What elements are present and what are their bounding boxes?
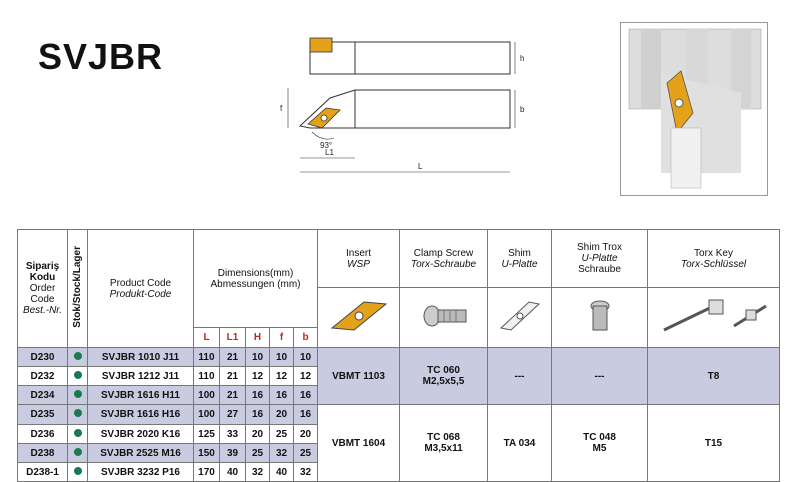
insert-group-2: VBMT 1604 (317, 404, 400, 482)
col-L: L (193, 327, 220, 348)
shim-image-cell (487, 287, 552, 348)
insert-image-cell (317, 287, 400, 348)
dim-h-label: h (520, 54, 524, 63)
insert-icon (330, 301, 387, 331)
col-L1: L1 (219, 327, 246, 348)
stock-dot-icon (73, 409, 82, 417)
col-b: b (293, 327, 318, 348)
stock-dot-icon (73, 370, 82, 379)
stock-dot-icon (73, 428, 82, 437)
header-dimensions: Dimensions(mm) Abmessungen (mm) (193, 229, 318, 328)
torx-group-1: T8 (647, 347, 780, 405)
product-table: Sipariş Kodu Order Code Best.-Nr. Stok/S… (17, 229, 780, 482)
dim-l1-label: L1 (325, 148, 334, 157)
header-order-code: Sipariş Kodu Order Code Best.-Nr. (17, 229, 68, 348)
stock-dot-icon (73, 351, 82, 360)
screw-icon (423, 305, 466, 327)
dim-f-label: f (280, 104, 283, 113)
table-row: D230 SVJBR 1010 J11 110 21 10 10 10 VBMT… (17, 347, 780, 405)
shim-icon (499, 301, 540, 331)
dim-l-label: L (418, 162, 423, 171)
stock-dot-icon (73, 389, 82, 398)
dim-b-label: b (520, 105, 525, 114)
shim-trox-group-1: --- (551, 347, 648, 405)
col-H: H (245, 327, 270, 348)
shim-group-2: TA 034 (487, 404, 552, 482)
header-stock: Stok/Stock/Lager (67, 229, 88, 348)
page-title: SVJBR (38, 36, 164, 77)
clamp-screw-image-cell (399, 287, 488, 348)
torx-key-icon (662, 299, 767, 332)
col-f: f (269, 327, 294, 348)
table-row: D235 SVJBR 1616 H16 100 27 16 20 16 VBMT… (17, 404, 780, 482)
shim-group-1: --- (487, 347, 552, 405)
product-photo (620, 22, 768, 196)
stock-dot-icon (73, 466, 82, 475)
tool-holder-drawing: h f b 93° L1 L (280, 37, 525, 173)
header-product-code: Product Code Produkt-Code (87, 229, 194, 348)
insert-group-1: VBMT 1103 (317, 347, 400, 405)
stock-dot-icon (73, 447, 82, 456)
shim-trox-image-cell (551, 287, 648, 348)
shim-screw-icon (590, 300, 609, 331)
torx-group-2: T15 (647, 404, 780, 482)
dim-angle-label: 93° (320, 141, 332, 150)
torx-key-image-cell (647, 287, 780, 348)
